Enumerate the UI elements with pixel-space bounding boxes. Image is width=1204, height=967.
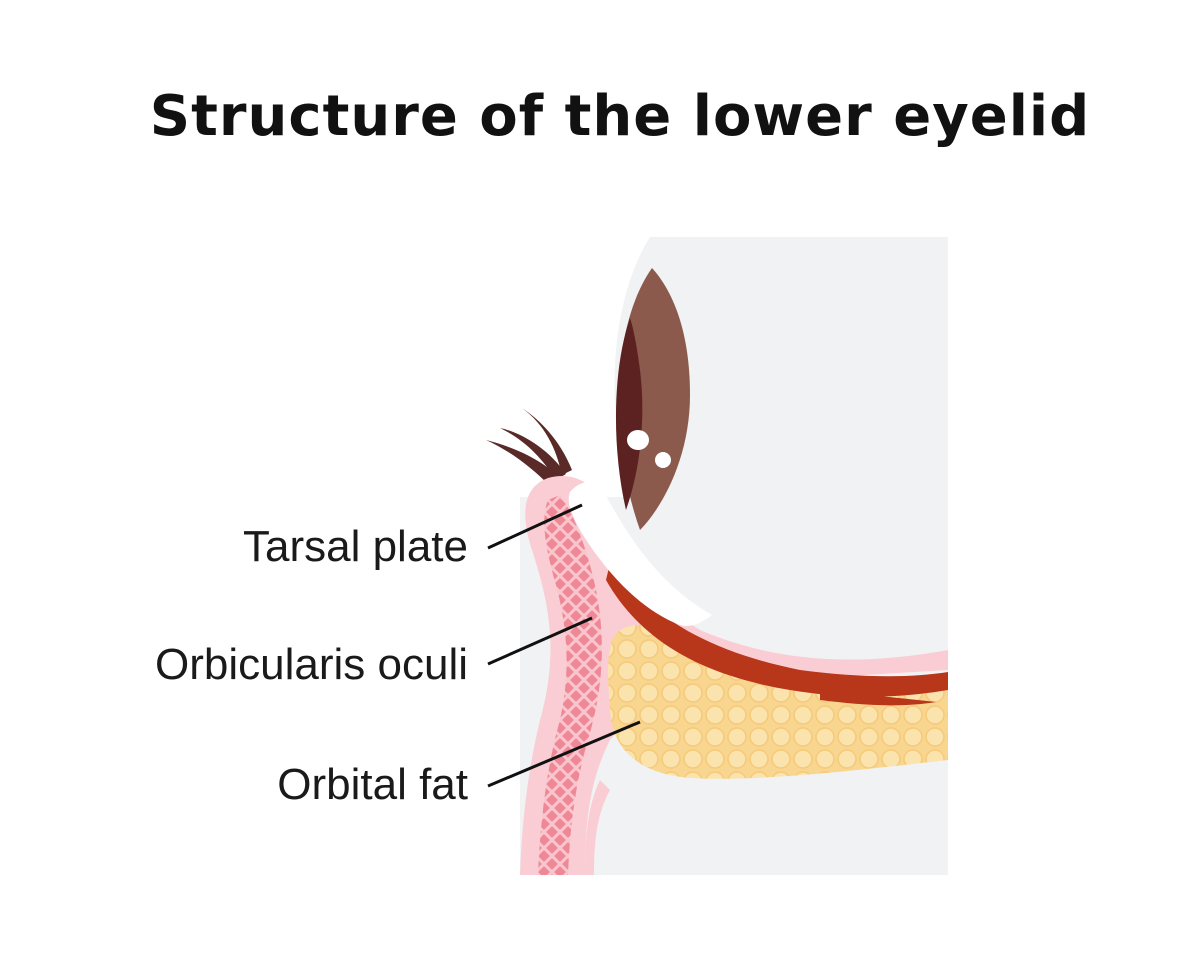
- iris-shadow: [615, 318, 643, 510]
- leader-line-orbital-fat: [487, 720, 641, 788]
- orbital-fat: [608, 624, 948, 779]
- label-orbital-fat: Orbital fat: [277, 760, 468, 809]
- eyelashes: [486, 408, 572, 486]
- orbicularis-oculi: [538, 495, 602, 875]
- conjunctiva: [606, 555, 948, 697]
- cheek-area: [589, 780, 948, 875]
- tarsal-plate: [568, 482, 712, 626]
- iris-highlight-large: [627, 430, 649, 450]
- leader-line-orbicularis-oculi: [487, 616, 593, 666]
- lower-red-strip: [820, 690, 936, 706]
- iris-highlight-small: [655, 452, 671, 468]
- eyeball: [614, 237, 948, 675]
- page-title: Structure of the lower eyelid: [149, 84, 1091, 149]
- label-tarsal-plate: Tarsal plate: [242, 522, 468, 571]
- label-orbicularis-oculi: Orbicularis oculi: [155, 640, 468, 689]
- leader-line-tarsal-plate: [487, 503, 583, 550]
